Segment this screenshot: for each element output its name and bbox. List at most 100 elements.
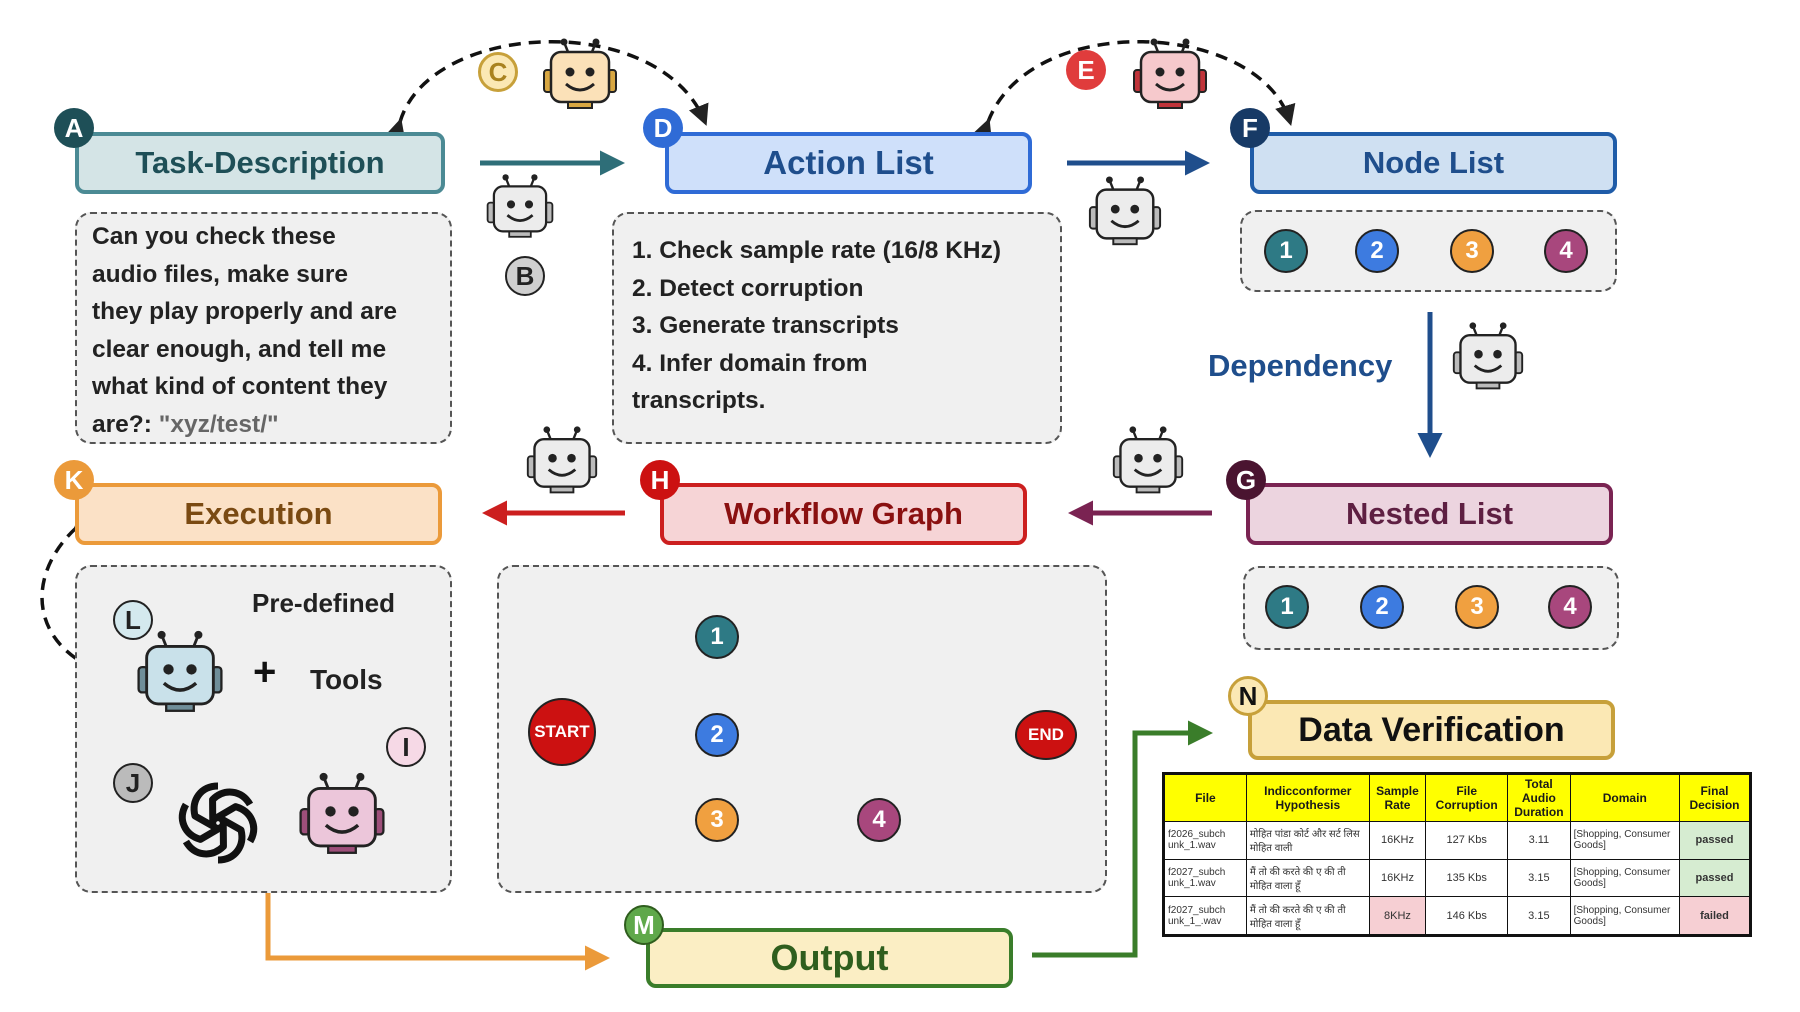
data-verification-header: Data Verification (1248, 700, 1615, 760)
label-m: M (624, 905, 664, 945)
table-header: Final Decision (1678, 773, 1752, 822)
table-header: Sample Rate (1368, 773, 1427, 822)
data-verification-title: Data Verification (1298, 710, 1565, 749)
node-list-title: Node List (1362, 145, 1505, 180)
task-line: audio files, make sure (92, 260, 348, 288)
table-cell: 135 Kbs (1425, 858, 1509, 898)
table-row: f2027_subch unk_1.wav मैं तो की करते की … (1163, 858, 1752, 898)
table-cell: [Shopping, Consumer Goods] (1569, 896, 1680, 936)
robot-icon (137, 630, 223, 712)
nested-list-header: Nested List (1246, 483, 1613, 545)
action-list-title: Action List (763, 144, 934, 181)
nested-list-title: Nested List (1345, 496, 1514, 531)
node-2: 2 (1355, 229, 1399, 273)
node-1: 1 (1264, 229, 1308, 273)
table-cell: 3.15 (1507, 858, 1571, 898)
robot-icon (1133, 38, 1207, 109)
label-a: A (54, 108, 94, 148)
table-cell: f2027_subch unk_1_.wav (1163, 896, 1247, 936)
node-3: 3 (1450, 229, 1494, 273)
label-j: J (113, 763, 153, 803)
table-cell: मोहित पांडा कोर्ट और सर्ट लिस मोहित वाली (1245, 821, 1370, 860)
label-c: C (478, 52, 518, 92)
task-line: Can you check these (92, 223, 336, 250)
table-cell: मैं तो की करते की ए की ती मोहित वाला हूँ (1245, 896, 1370, 936)
node-list-header: Node List (1250, 132, 1617, 194)
task-description-box (75, 212, 452, 444)
label-e: E (1066, 50, 1106, 90)
label-b: B (505, 256, 545, 296)
table-cell: 16KHz (1368, 858, 1427, 898)
table-header: File Corruption (1425, 773, 1509, 822)
graph-node-3: 3 (695, 798, 739, 842)
action-list-header: Action List (665, 132, 1032, 194)
label-g: G (1226, 460, 1266, 500)
workflow-graph-header: Workflow Graph (660, 483, 1027, 545)
execution-header: Execution (75, 483, 442, 545)
workflow-graph-title: Workflow Graph (724, 496, 963, 531)
openai-logo-icon (178, 782, 258, 864)
label-h: H (640, 460, 680, 500)
nested-node-3: 3 (1455, 585, 1499, 629)
execution-title: Execution (184, 496, 333, 531)
action-item: 3. Generate transcripts (632, 312, 899, 339)
table-cell: 3.15 (1507, 896, 1571, 936)
table-header-row: File Indicconformer Hypothesis Sample Ra… (1163, 773, 1752, 822)
table-header: File (1163, 773, 1247, 822)
graph-node-4: 4 (857, 798, 901, 842)
tools-label: Tools (310, 664, 383, 695)
nested-node-2: 2 (1360, 585, 1404, 629)
task-description-title: Task-Description (135, 145, 385, 180)
task-description-text: Can you check these audio files, make su… (92, 218, 397, 443)
task-line: they play properly and are (92, 298, 397, 325)
table-cell: f2026_subch unk_1.wav (1163, 821, 1247, 860)
robot-icon (299, 772, 385, 854)
table-header: Total Audio Duration (1507, 773, 1571, 822)
output-header: Output (646, 928, 1013, 988)
table-cell: [Shopping, Consumer Goods] (1569, 821, 1680, 860)
table-cell: 16KHz (1368, 821, 1427, 860)
task-line: clear enough, and tell me (92, 335, 387, 363)
action-item: 1. Check sample rate (16/8 KHz) (632, 237, 1002, 264)
table-cell: मैं तो की करते की ए की ती मोहित वाला हूँ (1245, 858, 1370, 898)
output-title: Output (770, 937, 889, 978)
table-cell: 127 Kbs (1425, 821, 1509, 860)
action-list-box (612, 212, 1062, 444)
robot-icon (1088, 176, 1162, 246)
robot-icon (543, 38, 617, 109)
decision-cell: passed (1678, 821, 1752, 860)
table-cell: 8KHz (1368, 896, 1427, 936)
nested-node-1: 1 (1265, 585, 1309, 629)
task-path: "xyz/test/" (158, 410, 279, 438)
label-n: N (1228, 676, 1268, 716)
task-line-prefix: are?: (92, 410, 159, 438)
task-line: are?: "xyz/test/" (92, 406, 397, 444)
task-description-header: Task-Description (75, 132, 445, 194)
robot-icon (1112, 426, 1184, 494)
decision-cell: passed (1678, 858, 1752, 898)
graph-node-2: 2 (695, 713, 739, 757)
task-line: what kind of content they (92, 373, 388, 400)
action-item: 2. Detect corruption (632, 274, 864, 302)
label-l: L (113, 600, 153, 640)
table-cell: [Shopping, Consumer Goods] (1569, 858, 1680, 898)
table-header: Indicconformer Hypothesis (1245, 773, 1370, 822)
label-f: F (1230, 108, 1270, 148)
table-cell: 146 Kbs (1425, 896, 1509, 936)
nested-node-4: 4 (1548, 585, 1592, 629)
graph-node-1: 1 (695, 615, 739, 659)
table-row: f2026_subch unk_1.wav मोहित पांडा कोर्ट … (1163, 821, 1752, 860)
action-item: transcripts. (632, 387, 766, 414)
label-d: D (643, 108, 683, 148)
dependency-label: Dependency (1208, 348, 1393, 383)
robot-icon (526, 426, 598, 494)
node-4: 4 (1544, 229, 1588, 273)
label-k: K (54, 460, 94, 500)
robot-icon (1452, 322, 1524, 390)
table-cell: 3.11 (1507, 821, 1571, 860)
table-row: f2027_subch unk_1_.wav मैं तो की करते की… (1163, 896, 1752, 936)
decision-cell: failed (1678, 896, 1752, 936)
table-header: Domain (1569, 773, 1680, 822)
verification-table: File Indicconformer Hypothesis Sample Ra… (1162, 772, 1752, 937)
